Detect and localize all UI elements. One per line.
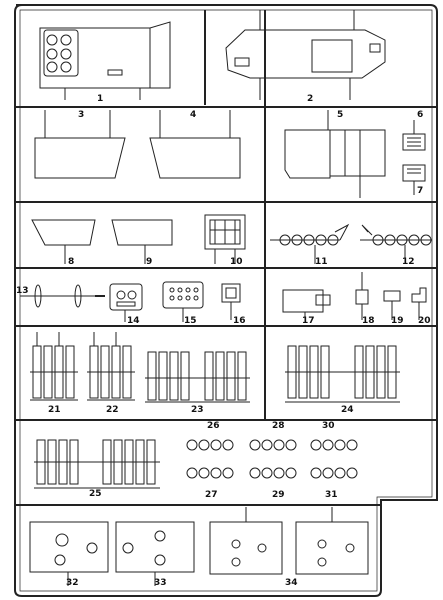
part-11-shape [270, 223, 350, 264]
part-12-shape [360, 224, 432, 264]
part-2-shape [225, 10, 386, 100]
part-17-shape [282, 289, 331, 322]
part-label-13: 13 [16, 286, 29, 296]
wheels-26 [186, 439, 234, 451]
part-label-19: 19 [391, 316, 404, 326]
part-label-5: 5 [337, 110, 344, 120]
part-label-16: 16 [233, 316, 246, 326]
part-label-9: 9 [146, 257, 153, 267]
part-label-28: 28 [272, 421, 285, 431]
part-label-32: 32 [66, 578, 79, 588]
part-18-shape [355, 272, 369, 320]
wheels-27 [186, 467, 234, 479]
part-label-27: 27 [205, 490, 218, 500]
wheels-31 [310, 467, 358, 479]
wheels-29 [249, 467, 297, 479]
wheels-28 [249, 439, 297, 451]
part-15-shape [162, 281, 204, 322]
part-4-shape [149, 110, 241, 179]
part-label-23: 23 [191, 405, 204, 415]
part-20-shape [411, 287, 427, 320]
track-links-21 [30, 332, 78, 401]
part-16-shape [221, 283, 241, 320]
part-label-8: 8 [68, 257, 75, 267]
part-6-shape [402, 120, 426, 151]
part-19-shape [383, 290, 401, 320]
part-label-31: 31 [325, 490, 338, 500]
part-label-30: 30 [322, 421, 335, 431]
wheels-30 [310, 439, 358, 451]
part-label-4: 4 [190, 110, 197, 120]
part-label-15: 15 [184, 316, 197, 326]
part-label-24: 24 [341, 405, 354, 415]
part-label-21: 21 [48, 405, 61, 415]
part-1-shape [39, 21, 171, 100]
part-label-14: 14 [127, 316, 140, 326]
part-label-11: 11 [315, 257, 328, 267]
part-label-29: 29 [272, 490, 285, 500]
part-label-6: 6 [417, 110, 424, 120]
part-label-22: 22 [106, 405, 119, 415]
part-label-2: 2 [307, 94, 314, 104]
sprue-frame-inner [19, 9, 433, 592]
part-32-shape [29, 521, 109, 586]
part-label-18: 18 [362, 316, 375, 326]
part-9-shape [111, 219, 173, 264]
track-links-25 [34, 439, 160, 489]
part-34-shape [209, 507, 369, 575]
part-label-17: 17 [302, 316, 315, 326]
part-13-shape [20, 284, 105, 308]
part-label-7: 7 [417, 186, 424, 196]
sprue-frame-outer [14, 4, 438, 597]
part-14-shape [109, 283, 143, 322]
part-label-3: 3 [78, 110, 85, 120]
part-label-20: 20 [418, 316, 431, 326]
part-label-12: 12 [402, 257, 415, 267]
part-label-25: 25 [89, 489, 102, 499]
part-label-26: 26 [207, 421, 220, 431]
track-links-24 [285, 345, 400, 403]
part-label-1: 1 [97, 94, 104, 104]
part-7-shape [402, 164, 426, 195]
part-label-33: 33 [154, 578, 167, 588]
part-3-shape [34, 110, 126, 179]
part-8-shape [31, 219, 96, 264]
part-label-10: 10 [230, 257, 243, 267]
part-33-shape [115, 521, 195, 586]
track-links-22 [87, 332, 135, 401]
track-links-23 [145, 351, 250, 403]
part-10-shape [204, 214, 246, 264]
part-5-shape [284, 110, 386, 198]
part-label-34: 34 [285, 578, 298, 588]
